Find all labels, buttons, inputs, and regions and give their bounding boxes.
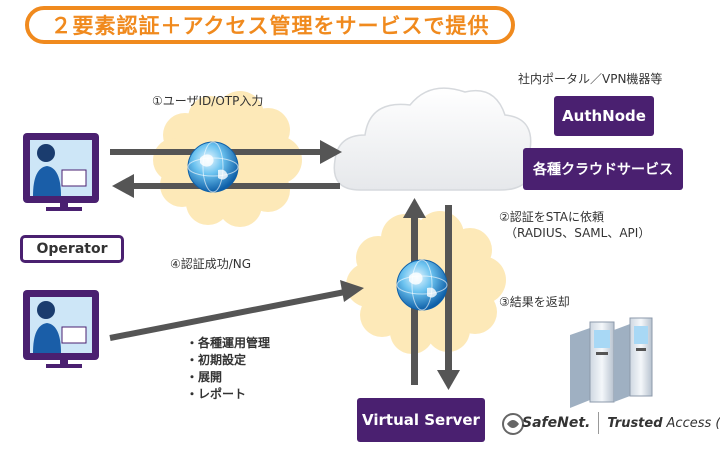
brand-trusted: Trusted <box>607 415 663 431</box>
authnode-box: AuthNode <box>554 96 654 136</box>
step4-label: ④認証成功/NG <box>170 257 252 271</box>
globe-icon <box>396 259 448 311</box>
list-item: レポート <box>186 386 270 403</box>
arrow-admin-to-server <box>109 280 364 341</box>
list-item: 初期設定 <box>186 352 270 369</box>
portal-label: 社内ポータル／VPN機器等 <box>518 72 663 86</box>
cloud-services-box: 各種クラウドサービス <box>523 148 683 190</box>
list-item: 展開 <box>186 369 270 386</box>
step3-label: ③結果を返却 <box>499 295 570 309</box>
arrow-down-to-server <box>437 205 460 390</box>
step2-protocols: （RADIUS、SAML、API） <box>505 226 651 240</box>
server-icon <box>570 317 653 408</box>
operator-label: Operator <box>20 235 124 263</box>
operator-pc-icon <box>23 133 99 211</box>
brand-access: Access (STA) <box>666 415 720 431</box>
list-item: 各種運用管理 <box>186 335 270 352</box>
globe-icon <box>187 141 239 193</box>
safenet-brand: SafeNet. Trusted Access (STA) <box>502 412 720 434</box>
portal-cloud <box>333 87 533 191</box>
step1-label: ①ユーザID/OTP入力 <box>152 94 264 108</box>
virtual-server-box: Virtual Server <box>357 398 485 442</box>
safenet-name: SafeNet. <box>522 415 591 431</box>
step2-label: ②認証をSTAに依頼 <box>499 210 604 224</box>
page-title: ２要素認証＋アクセス管理をサービスで提供 <box>25 6 515 44</box>
brand-divider <box>598 412 600 434</box>
admin-pc-icon <box>23 290 99 368</box>
admin-task-list: 各種運用管理 初期設定 展開 レポート <box>186 335 270 403</box>
arrow-to-operator <box>112 174 340 198</box>
safenet-logo-icon <box>502 413 524 435</box>
